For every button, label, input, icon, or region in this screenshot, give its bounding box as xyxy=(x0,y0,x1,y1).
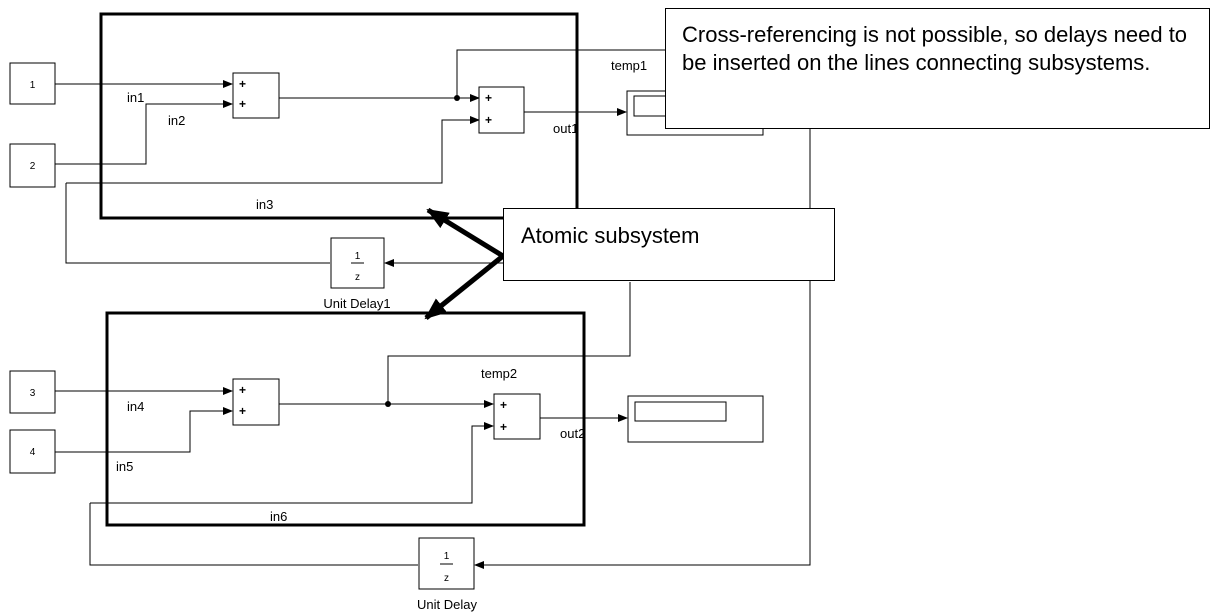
signal-label-temp1: temp1 xyxy=(611,58,647,73)
unit-delay1-block[interactable]: 1 z xyxy=(330,237,385,289)
inport-3[interactable]: 3 xyxy=(9,370,56,414)
atomic-subsystem-callout: Atomic subsystem xyxy=(503,208,835,281)
unit-delay-block[interactable]: 1 z xyxy=(418,537,475,590)
svg-text:1: 1 xyxy=(444,551,450,562)
unit-delay1-label: Unit Delay1 xyxy=(323,296,390,311)
sum-block-4[interactable]: + + xyxy=(493,393,541,440)
svg-text:1: 1 xyxy=(30,80,36,91)
svg-text:+: + xyxy=(500,398,507,412)
signal-label-in3: in3 xyxy=(256,197,273,212)
inport-1[interactable]: 1 xyxy=(9,62,56,105)
signal-label-temp2: temp2 xyxy=(481,366,517,381)
svg-text:2: 2 xyxy=(30,161,36,172)
cross-reference-callout: Cross-referencing is not possible, so de… xyxy=(665,8,1210,129)
branch-point-1 xyxy=(454,95,460,101)
svg-text:z: z xyxy=(355,272,360,283)
svg-text:+: + xyxy=(500,420,507,434)
svg-text:+: + xyxy=(485,113,492,127)
signal-label-in2: in2 xyxy=(168,113,185,128)
atomic-subsystem-callout-text: Atomic subsystem xyxy=(521,223,700,248)
atomic-subsystem-1[interactable] xyxy=(99,12,579,220)
cross-reference-callout-text: Cross-referencing is not possible, so de… xyxy=(682,22,1188,75)
wires-subsystem-2 xyxy=(55,282,631,566)
signal-label-in6: in6 xyxy=(270,509,287,524)
display-block-2[interactable] xyxy=(627,395,764,443)
unit-delay-label: Unit Delay xyxy=(417,597,477,612)
wires-unit-delay1 xyxy=(65,183,503,267)
svg-text:+: + xyxy=(485,91,492,105)
signal-label-out1: out1 xyxy=(553,121,578,136)
signal-label-out2: out2 xyxy=(560,426,585,441)
inport-4[interactable]: 4 xyxy=(9,429,56,474)
sum-block-1[interactable]: + + xyxy=(232,72,280,119)
svg-text:+: + xyxy=(239,97,246,111)
signal-label-in4: in4 xyxy=(127,399,144,414)
svg-text:4: 4 xyxy=(30,447,36,458)
svg-text:+: + xyxy=(239,404,246,418)
inport-2[interactable]: 2 xyxy=(9,143,56,188)
svg-text:3: 3 xyxy=(30,388,36,399)
svg-text:+: + xyxy=(239,383,246,397)
svg-text:z: z xyxy=(444,573,449,584)
sum-block-3[interactable]: + + xyxy=(232,378,280,426)
signal-label-in1: in1 xyxy=(127,90,144,105)
signal-label-in5: in5 xyxy=(116,459,133,474)
sum-block-2[interactable]: + + xyxy=(478,86,525,134)
svg-text:1: 1 xyxy=(355,251,361,262)
svg-text:+: + xyxy=(239,77,246,91)
callout-pointer-arrows xyxy=(424,207,505,320)
atomic-subsystem-2[interactable] xyxy=(105,311,586,527)
branch-point-2 xyxy=(385,401,391,407)
